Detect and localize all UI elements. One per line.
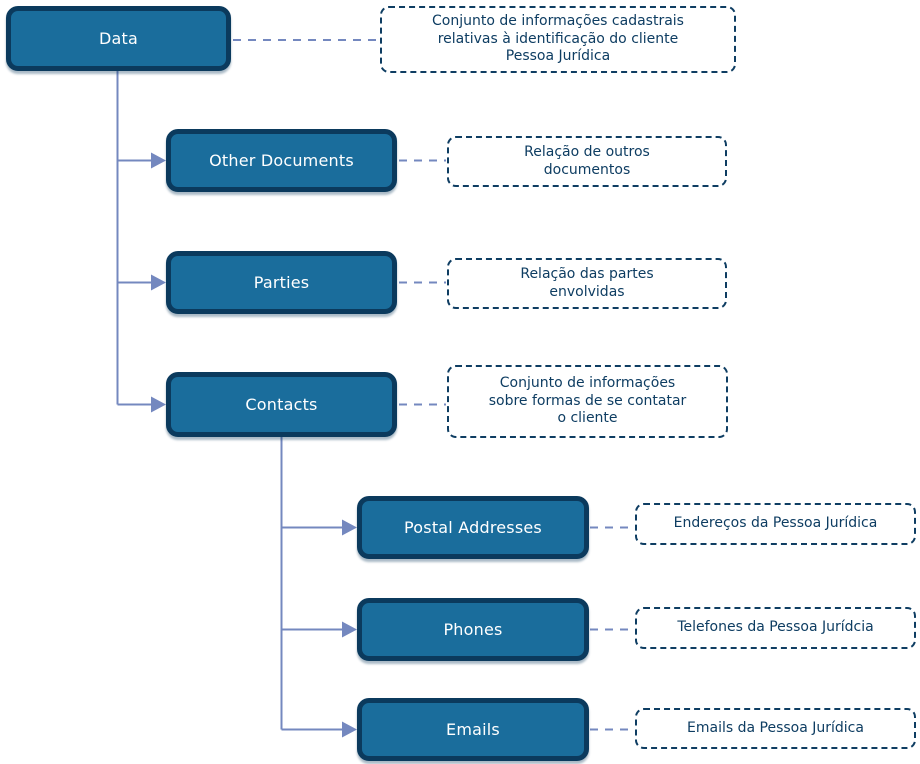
node-emails: Emails [357, 698, 589, 761]
annotation-line: sobre formas de se contatar [488, 392, 687, 409]
node-parties-label: Parties [253, 273, 310, 292]
arrow-right-icon [342, 721, 357, 738]
annotation-line: Pessoa Jurídica [505, 48, 611, 65]
node-phones-label: Phones [443, 620, 503, 639]
node-parties: Parties [166, 251, 397, 314]
annotation-line: envolvidas [549, 283, 625, 300]
annotation-line: o cliente [557, 410, 618, 427]
node-other-documents: Other Documents [166, 129, 397, 192]
annotation-postal-addresses: Endereços da Pessoa Jurídica [635, 503, 916, 545]
arrow-right-icon [151, 396, 166, 413]
node-data-label: Data [98, 29, 138, 48]
node-data: Data [6, 6, 231, 71]
node-other-documents-label: Other Documents [209, 151, 354, 170]
arrow-right-icon [342, 519, 357, 536]
annotation-phones: Telefones da Pessoa Jurídcia [635, 607, 916, 649]
arrow-right-icon [342, 621, 357, 638]
node-postal-addresses-label: Postal Addresses [404, 518, 542, 537]
node-emails-label: Emails [446, 720, 500, 739]
annotation-line: Conjunto de informações cadastrais [432, 12, 684, 29]
annotation-line: documentos [543, 161, 631, 178]
annotation-line: Emails da Pessoa Jurídica [687, 719, 864, 736]
annotation-line: Conjunto de informações [499, 374, 676, 391]
node-contacts-label: Contacts [245, 395, 318, 414]
annotation-parties: Relação das partes envolvidas [447, 258, 727, 309]
annotation-other-documents: Relação de outros documentos [447, 136, 727, 187]
annotation-line: Endereços da Pessoa Jurídica [673, 515, 878, 532]
annotation-data: Conjunto de informações cadastrais relat… [380, 6, 736, 73]
node-postal-addresses: Postal Addresses [357, 496, 589, 559]
node-phones: Phones [357, 598, 589, 661]
arrow-right-icon [151, 152, 166, 169]
annotation-emails: Emails da Pessoa Jurídica [635, 708, 916, 749]
arrow-right-icon [151, 274, 166, 291]
annotation-line: relativas à identificação do cliente [437, 30, 679, 47]
annotation-line: Relação das partes [520, 265, 654, 282]
annotation-line: Relação de outros [524, 143, 650, 160]
node-contacts: Contacts [166, 372, 397, 437]
annotation-line: Telefones da Pessoa Jurídcia [677, 619, 874, 636]
annotation-contacts: Conjunto de informações sobre formas de … [447, 365, 728, 438]
